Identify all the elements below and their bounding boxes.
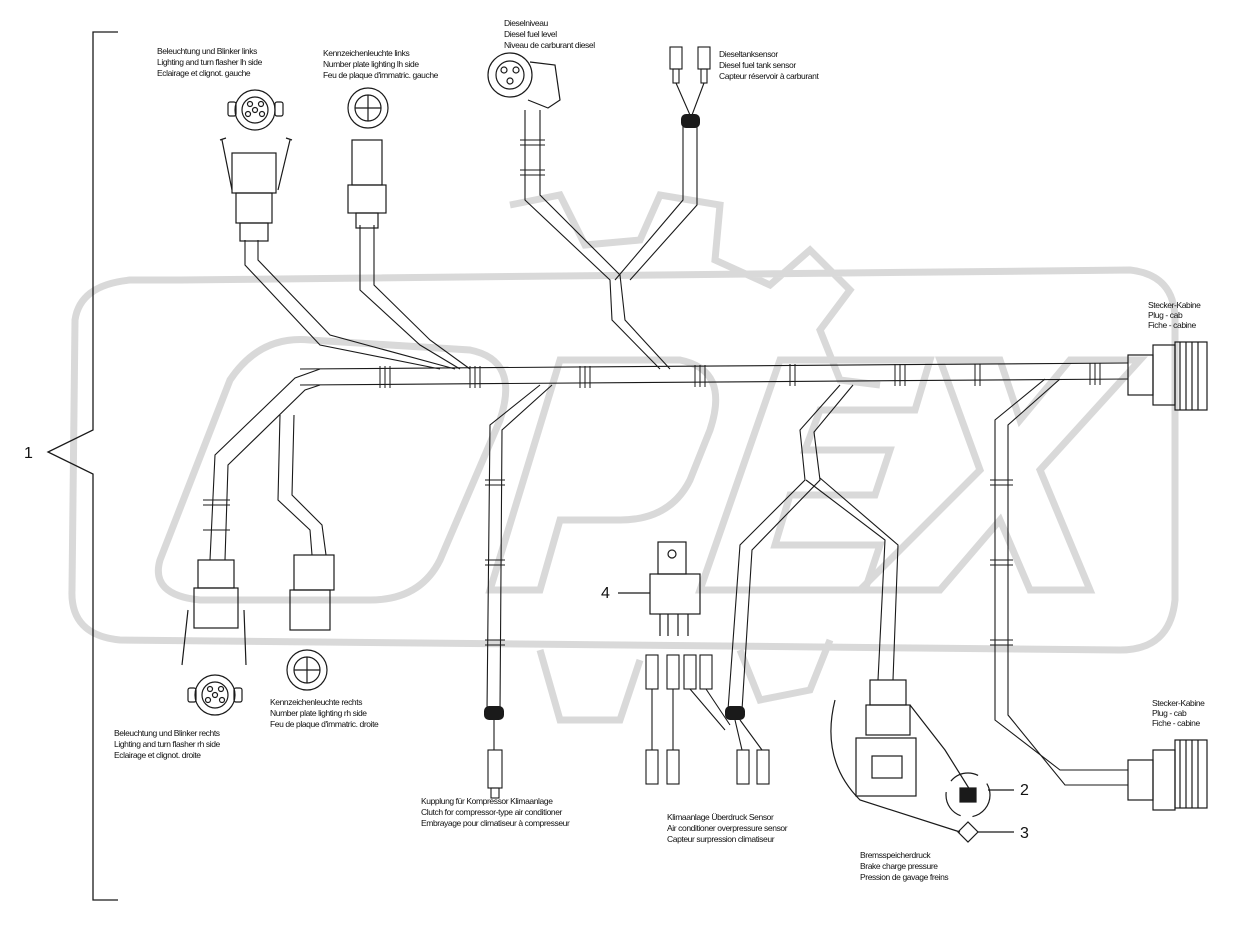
label-plug-cab-bottom: Stecker-Kabine Plug - cab Fiche - cabine [1152, 698, 1206, 728]
label-diesel-level: Dieselniveau Diesel fuel level Niveau de… [504, 18, 596, 50]
label-brake-fr: Pression de gavage freins [860, 872, 948, 882]
label-lighting-right: Beleuchtung und Blinker rechts Lighting … [114, 728, 221, 760]
label-plate-left-en: Number plate lighting lh side [323, 59, 419, 69]
black-ferrules [484, 114, 745, 720]
label-ac-sensor-de: Klimaanlage Überdruck Sensor [667, 812, 774, 822]
diesel-level-connector [487, 52, 561, 109]
label-plug-cab-bottom-en: Plug - cab [1152, 708, 1187, 718]
label-lighting-right-de: Beleuchtung und Blinker rechts [114, 728, 220, 738]
callout-3: 3 [1020, 825, 1029, 842]
label-plug-cab-top-en: Plug - cab [1148, 310, 1183, 320]
watermark-logo [68, 191, 1179, 724]
label-diesel-sensor: Dieseltanksensor Diesel fuel tank sensor… [719, 49, 820, 81]
label-ac-sensor-en: Air conditioner overpressure sensor [667, 823, 788, 833]
label-plate-left-de: Kennzeichenleuchte links [323, 48, 409, 58]
label-lighting-left: Beleuchtung und Blinker links Lighting a… [157, 46, 263, 78]
brake-pressure-sensor [830, 679, 1014, 843]
plate-right-connector [286, 554, 335, 691]
cab-plug-top [1127, 341, 1208, 411]
relay [618, 541, 701, 636]
label-diesel-sensor-en: Diesel fuel tank sensor [719, 60, 796, 70]
callout-4: 4 [601, 585, 610, 602]
label-plug-cab-bottom-fr: Fiche - cabine [1152, 718, 1200, 728]
label-ac-sensor-fr: Capteur surpression climatiseur [667, 834, 775, 844]
cab-plug-bottom [1127, 739, 1208, 811]
ac-sensor-terminals [645, 654, 770, 785]
label-brake-en: Brake charge pressure [860, 861, 938, 871]
callout-2: 2 [1020, 782, 1029, 799]
label-lighting-left-en: Lighting and turn flasher lh side [157, 57, 263, 67]
label-plug-cab-top-de: Stecker-Kabine [1148, 300, 1201, 310]
label-plate-left: Kennzeichenleuchte links Number plate li… [323, 48, 439, 80]
label-clutch: Kupplung für Kompressor Klimaanlage Clut… [421, 796, 570, 828]
label-ac-sensor: Klimaanlage Überdruck Sensor Air conditi… [667, 812, 788, 844]
label-diesel-level-fr: Niveau de carburant diesel [504, 40, 595, 50]
diesel-sensor-terminals [669, 46, 711, 116]
label-diesel-sensor-de: Dieseltanksensor [719, 49, 778, 59]
label-brake-de: Bremsspeicherdruck [860, 850, 931, 860]
label-plate-right: Kennzeichenleuchte rechts Number plate l… [270, 697, 379, 729]
clutch-terminal [487, 720, 503, 799]
label-brake: Bremsspeicherdruck Brake charge pressure… [860, 850, 949, 882]
label-plug-cab-top-fr: Fiche - cabine [1148, 320, 1196, 330]
lighting-left-connector [219, 89, 293, 242]
plate-left-connector [347, 87, 389, 229]
label-diesel-sensor-fr: Capteur réservoir à carburant [719, 71, 819, 81]
label-plate-right-de: Kennzeichenleuchte rechts [270, 697, 362, 707]
label-plug-cab-bottom-de: Stecker-Kabine [1152, 698, 1205, 708]
label-lighting-left-fr: Eclairage et clignot. gauche [157, 68, 251, 78]
label-plug-cab-top: Stecker-Kabine Plug - cab Fiche - cabine [1148, 300, 1202, 330]
label-lighting-left-de: Beleuchtung und Blinker links [157, 46, 257, 56]
label-lighting-right-fr: Eclairage et clignot. droite [114, 750, 201, 760]
label-diesel-level-de: Dieselniveau [504, 18, 549, 28]
harness-wires [209, 110, 1129, 786]
label-plate-right-en: Number plate lighting rh side [270, 708, 367, 718]
bracket-1 [46, 31, 118, 901]
lighting-right-connector [181, 559, 247, 716]
label-clutch-fr: Embrayage pour climatiseur à compresseur [421, 818, 570, 828]
wire-sleeve-rings [203, 139, 1101, 646]
callout-1: 1 [24, 445, 33, 462]
label-lighting-right-en: Lighting and turn flasher rh side [114, 739, 221, 749]
label-plate-right-fr: Feu de plaque d'immatric. droite [270, 719, 379, 729]
label-clutch-de: Kupplung für Kompressor Klimaanlage [421, 796, 553, 806]
label-diesel-level-en: Diesel fuel level [504, 29, 557, 39]
label-clutch-en: Clutch for compressor-type air condition… [421, 807, 563, 817]
label-plate-left-fr: Feu de plaque d'immatric. gauche [323, 70, 439, 80]
